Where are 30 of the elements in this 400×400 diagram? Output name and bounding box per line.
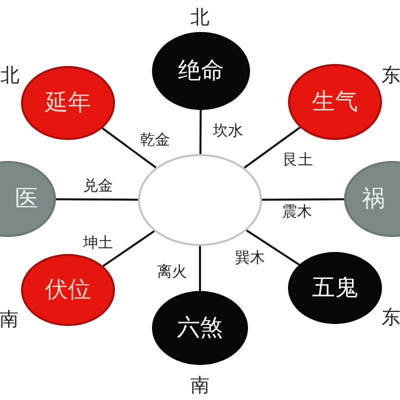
direction-label: 北 bbox=[0, 66, 20, 86]
edge-label: 兑金 bbox=[82, 178, 114, 194]
edge-label: 离火 bbox=[156, 264, 188, 280]
edge-label: 震木 bbox=[281, 204, 313, 220]
edge-label: 乾金 bbox=[139, 132, 171, 148]
connector-line bbox=[102, 127, 156, 168]
edge-label: 巽木 bbox=[234, 250, 266, 266]
node-label: 伏位 bbox=[45, 278, 91, 302]
connector-line bbox=[244, 126, 301, 169]
connector-line bbox=[262, 198, 344, 201]
connector-line bbox=[199, 246, 201, 291]
node-label: 医 bbox=[15, 188, 38, 210]
direction-label: 东 bbox=[382, 308, 400, 328]
edge-label: 坤土 bbox=[82, 234, 114, 252]
node-label: 六煞 bbox=[177, 316, 223, 340]
connector-line bbox=[199, 110, 202, 154]
direction-label: 南 bbox=[190, 376, 210, 396]
connector-line bbox=[246, 230, 300, 266]
node-label: 生气 bbox=[312, 90, 358, 114]
node-label: 五鬼 bbox=[312, 276, 358, 300]
edge-label: 艮土 bbox=[282, 152, 314, 168]
direction-label: 东 bbox=[382, 66, 400, 86]
node-label: 延年 bbox=[45, 92, 91, 114]
edge-label: 坎水 bbox=[212, 122, 244, 140]
direction-label: 南 bbox=[0, 310, 18, 330]
direction-label: 北 bbox=[190, 8, 210, 28]
connector-line bbox=[56, 198, 138, 201]
node-label: 祸 bbox=[362, 188, 385, 210]
connector-line bbox=[102, 230, 155, 267]
node-label: 绝命 bbox=[178, 60, 224, 82]
